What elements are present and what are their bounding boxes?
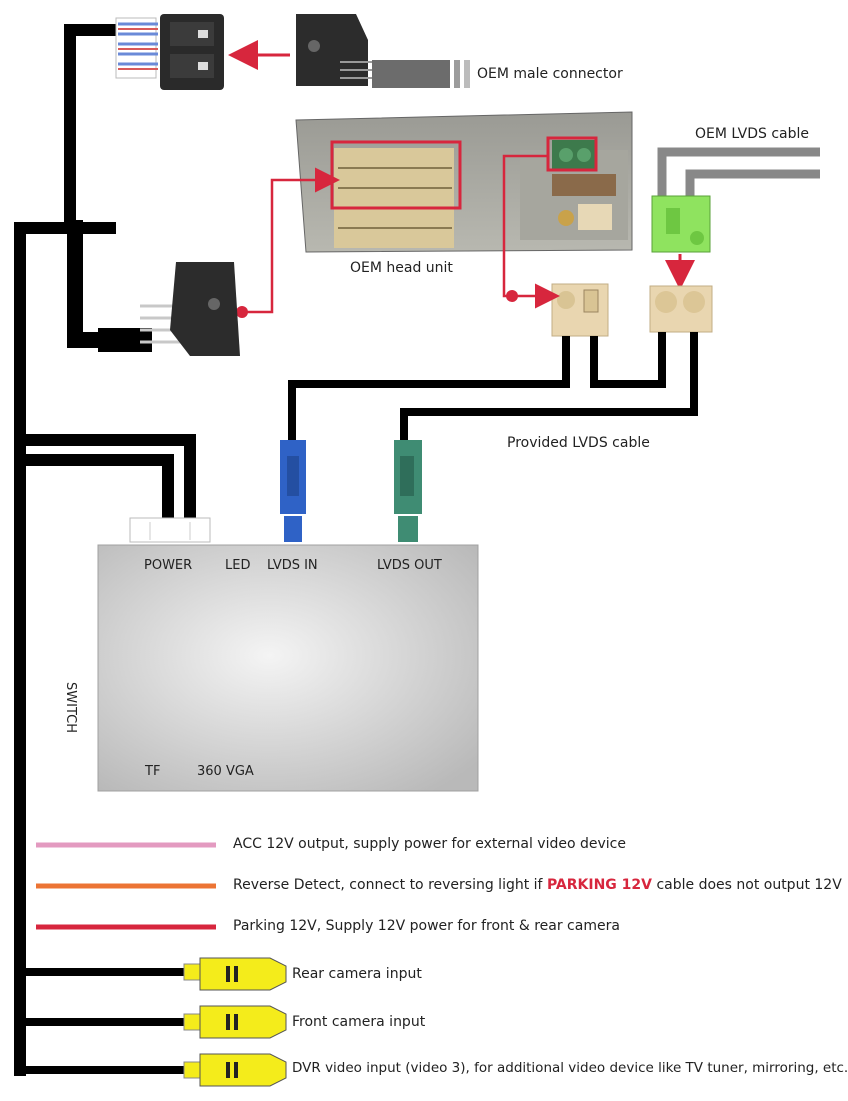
parking-wire-label: Parking 12V, Supply 12V power for front … <box>233 918 620 934</box>
lvds-tan-connector-left <box>551 283 609 337</box>
led-label: LED <box>225 558 251 573</box>
oem-lvds-cable-label: OEM LVDS cable <box>695 126 810 142</box>
rca-plug-front <box>183 1005 287 1039</box>
rca-plug-dvr <box>183 1053 287 1087</box>
interface-box <box>97 544 479 792</box>
lvds-out-label: LVDS OUT <box>377 558 442 573</box>
reverse-wire-text-after: cable does not output 12V <box>652 877 842 893</box>
rca-cables <box>26 968 190 1074</box>
power-port-label: POWER <box>144 558 193 573</box>
oem-male-connector-label: OEM male connector <box>477 66 623 82</box>
rear-camera-input-label: Rear camera input <box>292 966 422 982</box>
lvds-out-plug <box>394 440 422 542</box>
lvds-in-label: LVDS IN <box>267 558 318 573</box>
parking-highlight: PARKING 12V <box>546 877 652 893</box>
lvds-in-plug <box>280 440 306 542</box>
oem-male-connector <box>296 14 470 88</box>
harness-male-connector <box>140 262 240 356</box>
reverse-wire-text-before: Reverse Detect, connect to reversing lig… <box>233 877 547 893</box>
oem-head-unit-label: OEM head unit <box>350 260 453 276</box>
oem-head-unit <box>295 111 633 253</box>
main-harness-cable <box>14 24 196 1076</box>
front-camera-input-label: Front camera input <box>292 1014 426 1030</box>
dvr-input-label: DVR video input (video 3), for additiona… <box>292 1060 848 1076</box>
vga-port-label: 360 VGA <box>197 764 254 779</box>
provided-lvds-cable <box>288 332 698 442</box>
reverse-wire-label: Reverse Detect, connect to reversing lig… <box>233 877 842 893</box>
power-connector <box>129 517 211 543</box>
lvds-tan-connector-right <box>649 285 713 333</box>
harness-female-connector <box>115 14 224 90</box>
feed-wires <box>36 842 216 930</box>
red-dot-right <box>506 290 518 302</box>
switch-label: SWITCH <box>63 682 78 733</box>
acc-wire-label: ACC 12V output, supply power for externa… <box>233 836 626 852</box>
red-dot-left <box>236 306 248 318</box>
oem-lvds-cable <box>651 147 820 253</box>
tf-slot-label: TF <box>145 764 161 779</box>
provided-lvds-cable-label: Provided LVDS cable <box>507 435 650 451</box>
rca-plug-rear <box>183 957 287 991</box>
